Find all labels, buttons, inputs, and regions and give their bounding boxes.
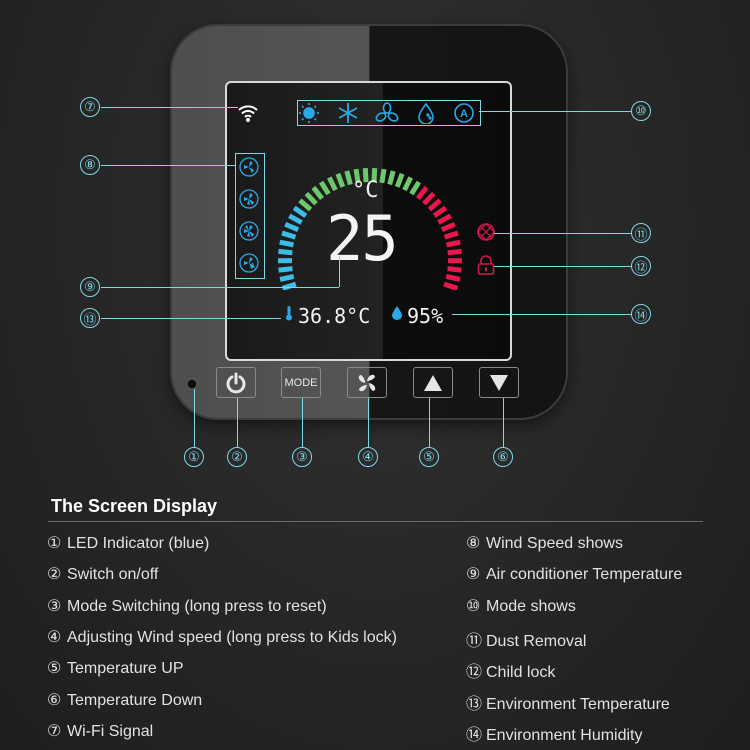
- legend-number: ⑩: [466, 597, 481, 615]
- legend-number: ②: [47, 566, 62, 584]
- setpoint-temperature: 25: [326, 202, 399, 275]
- legend-number: ⑨: [466, 566, 481, 584]
- environment-humidity: 95%: [407, 304, 444, 328]
- snowflake-icon: [338, 103, 358, 123]
- legend-item: ⑦ Wi-Fi Signal: [47, 721, 153, 741]
- fan-mode-icon: [375, 102, 399, 122]
- legend-number: ①: [47, 535, 62, 552]
- callout-5: ⑤: [419, 447, 439, 467]
- callout-2: ②: [227, 447, 247, 467]
- callout-4: ④: [358, 447, 378, 467]
- section-title: The Screen Display: [51, 496, 218, 516]
- mode-button[interactable]: MODE: [281, 367, 321, 398]
- legend-text: Mode shows: [486, 597, 576, 615]
- legend-item: ④ Adjusting Wind speed (long press to Kid…: [47, 627, 397, 647]
- legend-text: Temperature UP: [67, 660, 184, 678]
- legend-number: ④: [47, 628, 62, 646]
- legend-text: Environment Temperature: [486, 695, 670, 713]
- callout-13: ⑬: [80, 308, 100, 328]
- legend-number: ⑫: [466, 664, 483, 682]
- legend-item: ③ Mode Switching (long press to reset): [47, 596, 327, 616]
- fan-icon: [358, 374, 376, 391]
- legend-number: ⑭: [466, 726, 483, 744]
- child-lock-icon: [477, 255, 495, 275]
- callout-6: ⑥: [493, 447, 513, 467]
- svg-text:A: A: [460, 108, 468, 120]
- thermometer-icon: [286, 306, 292, 321]
- legend-text: Temperature Down: [67, 691, 203, 709]
- callout-11: ⑪: [631, 223, 651, 243]
- legend-item: ② Switch on/off: [47, 564, 158, 584]
- svg-text:A: A: [250, 263, 255, 270]
- legend-number: ⑧: [466, 535, 481, 552]
- dust-removal-icon: [477, 223, 495, 241]
- legend-number: ③: [47, 597, 62, 615]
- legend-text: LED Indicator (blue): [67, 535, 210, 552]
- legend-item: ⑧ Wind Speed shows: [466, 533, 623, 553]
- legend-text: Switch on/off: [67, 566, 159, 584]
- legend-text: Environment Humidity: [486, 726, 643, 744]
- led-indicator: [188, 380, 196, 388]
- wifi-icon: [238, 105, 258, 122]
- drop-icon: [418, 102, 434, 124]
- legend-text: Dust Removal: [486, 632, 587, 650]
- mode-icons: A: [299, 102, 474, 124]
- legend-number: ⑬: [466, 695, 483, 713]
- temperature-gauge: [277, 167, 463, 290]
- sun-icon: [299, 103, 319, 123]
- fan-button[interactable]: [347, 367, 387, 398]
- legend-item: ① LED Indicator (blue): [47, 533, 209, 553]
- callout-9: ⑨: [80, 277, 100, 297]
- environment-temperature: 36.8°C: [298, 304, 371, 328]
- callout-14: ⑭: [631, 304, 651, 324]
- power-button[interactable]: [216, 367, 256, 398]
- legend-text: Mode Switching (long press to reset): [67, 597, 327, 615]
- wind-speed-box: [235, 153, 265, 279]
- legend-text: Wi-Fi Signal: [67, 722, 154, 740]
- auto-icon: A: [454, 103, 474, 123]
- legend-number: ⑤: [47, 660, 62, 678]
- triangle-up-icon: [424, 374, 442, 391]
- legend-item: ⑩ Mode shows: [466, 596, 576, 616]
- triangle-down-icon: [490, 374, 508, 391]
- legend-text: Adjusting Wind speed (long press to Kids…: [67, 628, 397, 646]
- callout-8: ⑧: [80, 155, 100, 175]
- legend-number: ⑥: [47, 691, 62, 709]
- callout-7: ⑦: [80, 97, 100, 117]
- wind-speed-icons: A: [239, 157, 259, 273]
- callout-3: ③: [292, 447, 312, 467]
- callout-10: ⑩: [631, 101, 651, 121]
- humidity-drop-icon: [392, 306, 402, 320]
- callout-12: ⑫: [631, 256, 651, 276]
- legend-text: Child lock: [486, 664, 556, 682]
- setpoint-unit: °C: [352, 178, 379, 203]
- temperature-up-button[interactable]: [413, 367, 453, 398]
- legend-number: ⑦: [47, 722, 62, 740]
- callout-1: ①: [184, 447, 204, 467]
- legend-text: Air conditioner Temperature: [486, 566, 683, 584]
- legend-text: Wind Speed shows: [486, 535, 623, 552]
- legend-number: ⑪: [466, 632, 483, 650]
- power-icon: [226, 372, 246, 393]
- divider: [48, 521, 703, 522]
- mode-icons-box: [297, 100, 481, 126]
- temperature-down-button[interactable]: [479, 367, 519, 398]
- legend-item: ⑨ Air conditioner Temperature: [466, 564, 682, 584]
- legend-item: ⑥ Temperature Down: [47, 690, 202, 710]
- legend-item: ⑤ Temperature UP: [47, 658, 184, 678]
